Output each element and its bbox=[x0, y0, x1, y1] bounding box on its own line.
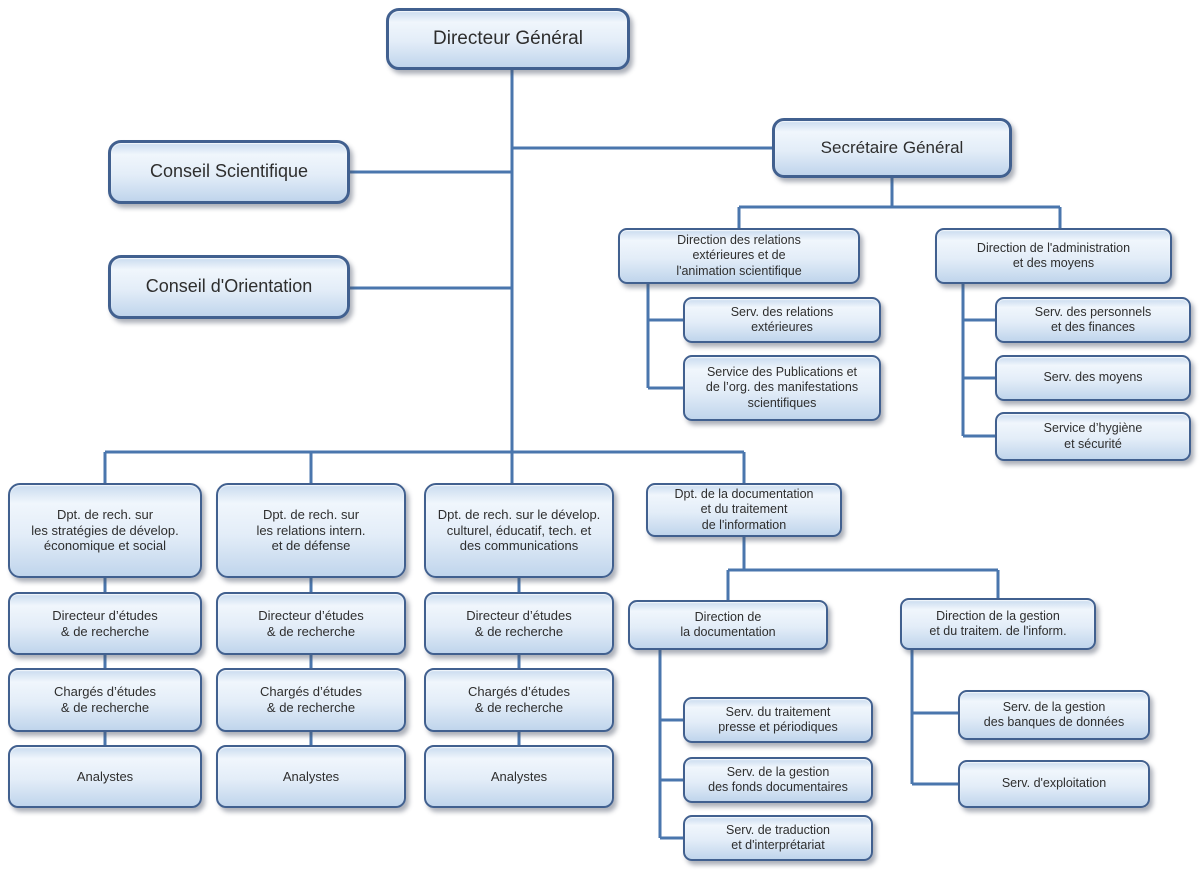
node-label: Chargés d’études & de recherche bbox=[54, 684, 156, 715]
secretaire-subtree-lines bbox=[737, 178, 1062, 228]
node-label: Service des Publications et de l’org. de… bbox=[705, 365, 859, 410]
node-directeur-etudes-col3: Directeur d’études & de recherche bbox=[424, 592, 614, 655]
node-label: Analystes bbox=[282, 768, 340, 784]
node-direction-gestion-information: Direction de la gestion et du traitem. d… bbox=[900, 598, 1096, 650]
node-dpt-documentation-information: Dpt. de la documentation et du traitemen… bbox=[646, 483, 842, 537]
node-dpt-relations-internationales: Dpt. de rech. sur les relations intern. … bbox=[216, 483, 406, 578]
node-label: Serv. de la gestion des fonds documentai… bbox=[708, 764, 848, 794]
node-conseil-orientation: Conseil d'Orientation bbox=[108, 255, 350, 319]
node-analystes-col1: Analystes bbox=[8, 745, 202, 808]
node-label: Serv. de la gestion des banques de donné… bbox=[983, 699, 1125, 729]
node-label: Analystes bbox=[490, 768, 548, 784]
node-serv-banques-donnees: Serv. de la gestion des banques de donné… bbox=[958, 690, 1150, 740]
node-label: Conseil Scientifique bbox=[149, 161, 309, 182]
node-label: Serv. des moyens bbox=[1043, 370, 1143, 385]
node-serv-traduction-interpretariat: Serv. de traduction et d'interprétariat bbox=[683, 815, 873, 861]
node-label: Directeur d’études & de recherche bbox=[52, 607, 158, 639]
node-direction-relations-exterieures: Direction des relations extérieures et d… bbox=[618, 228, 860, 284]
node-label: Dpt. de la documentation et du traitemen… bbox=[674, 487, 814, 532]
node-label: Dpt. de rech. sur les stratégies de déve… bbox=[31, 506, 179, 554]
administration-elbow bbox=[961, 284, 995, 438]
node-charges-etudes-col2: Chargés d’études & de recherche bbox=[216, 668, 406, 732]
node-directeur-general: Directeur Général bbox=[386, 8, 630, 70]
node-charges-etudes-col1: Chargés d’études & de recherche bbox=[8, 668, 202, 732]
node-secretaire-general: Secrétaire Général bbox=[772, 118, 1012, 178]
node-serv-publications: Service des Publications et de l’org. de… bbox=[683, 355, 881, 421]
node-label: Serv. d'exploitation bbox=[1001, 776, 1107, 791]
node-service-hygiene-securite: Service d’hygiène et sécurité bbox=[995, 412, 1191, 461]
node-label: Direction de la gestion et du traitem. d… bbox=[929, 608, 1067, 638]
node-direction-administration: Direction de l'administration et des moy… bbox=[935, 228, 1172, 284]
node-directeur-etudes-col2: Directeur d’études & de recherche bbox=[216, 592, 406, 655]
node-label: Directeur d’études & de recherche bbox=[258, 607, 364, 639]
node-label: Service d’hygiène et sécurité bbox=[1043, 421, 1143, 451]
node-label: Dpt. de rech. sur le dévelop. culturel, … bbox=[437, 506, 601, 554]
node-label: Serv. du traitement presse et périodique… bbox=[718, 704, 838, 734]
node-label: Directeur d’études & de recherche bbox=[466, 607, 572, 639]
node-label: Direction de l'administration et des moy… bbox=[976, 240, 1131, 270]
node-label: Direction des relations extérieures et d… bbox=[676, 233, 802, 278]
node-label: Analystes bbox=[76, 768, 134, 784]
node-label: Chargés d’études & de recherche bbox=[468, 684, 570, 715]
node-label: Direction de la documentation bbox=[680, 609, 776, 639]
node-label: Serv. des personnels et des finances bbox=[1034, 304, 1152, 334]
node-analystes-col3: Analystes bbox=[424, 745, 614, 808]
node-serv-moyens: Serv. des moyens bbox=[995, 355, 1191, 401]
node-label: Directeur Général bbox=[433, 28, 583, 50]
node-label: Serv. de traduction et d'interprétariat bbox=[726, 822, 830, 852]
relations-ext-elbow bbox=[646, 284, 683, 390]
documentation-subtree-lines bbox=[726, 537, 1000, 600]
node-dpt-strategies-developpement: Dpt. de rech. sur les stratégies de déve… bbox=[8, 483, 202, 578]
node-conseil-scientifique: Conseil Scientifique bbox=[108, 140, 350, 204]
node-analystes-col2: Analystes bbox=[216, 745, 406, 808]
node-serv-personnels-finances: Serv. des personnels et des finances bbox=[995, 297, 1191, 343]
node-serv-fonds-documentaires: Serv. de la gestion des fonds documentai… bbox=[683, 757, 873, 803]
node-label: Secrétaire Général bbox=[820, 137, 964, 157]
doc-services-elbow bbox=[658, 650, 683, 840]
node-serv-exploitation: Serv. d'exploitation bbox=[958, 760, 1150, 808]
gestion-services-elbow bbox=[910, 650, 958, 786]
node-directeur-etudes-col1: Directeur d’études & de recherche bbox=[8, 592, 202, 655]
node-label: Conseil d'Orientation bbox=[145, 276, 313, 297]
node-direction-documentation: Direction de la documentation bbox=[628, 600, 828, 650]
node-dpt-developpement-culturel: Dpt. de rech. sur le dévelop. culturel, … bbox=[424, 483, 614, 578]
node-label: Serv. des relations extérieures bbox=[730, 304, 834, 334]
node-serv-traitement-presse: Serv. du traitement presse et périodique… bbox=[683, 697, 873, 743]
node-label: Dpt. de rech. sur les relations intern. … bbox=[256, 506, 366, 554]
departments-rail bbox=[103, 450, 746, 483]
node-serv-relations-exterieures: Serv. des relations extérieures bbox=[683, 297, 881, 343]
node-label: Chargés d’études & de recherche bbox=[260, 684, 362, 715]
node-charges-etudes-col3: Chargés d’études & de recherche bbox=[424, 668, 614, 732]
